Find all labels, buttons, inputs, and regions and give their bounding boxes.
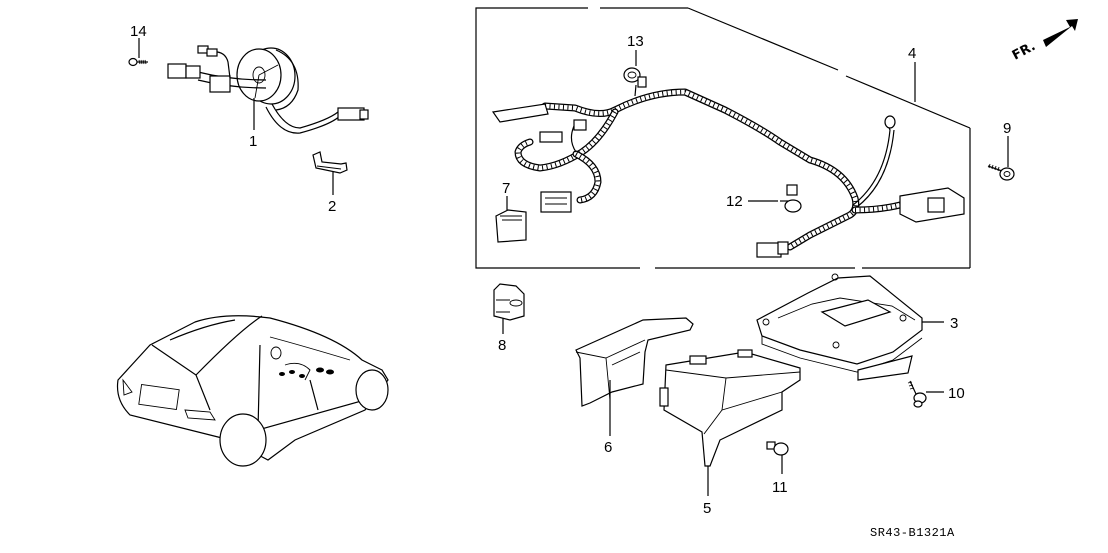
callout-11: 11 — [772, 479, 788, 496]
harness-clip-12-part[interactable] — [780, 184, 802, 213]
cable-reel-part[interactable] — [167, 45, 369, 134]
unit-cover-5-part[interactable] — [659, 349, 801, 467]
callout-13: 13 — [627, 33, 644, 50]
callout-2: 2 — [328, 198, 336, 215]
callout-10: 10 — [948, 385, 965, 402]
callout-9: 9 — [1003, 120, 1011, 137]
front-direction-indicator: FR. — [1010, 19, 1078, 64]
holder-8-part[interactable] — [493, 283, 525, 321]
connector-7-part[interactable] — [495, 209, 527, 243]
vehicle-location-illustration — [116, 315, 389, 467]
bolt-9-part[interactable] — [987, 163, 1015, 181]
callout-5: 5 — [703, 500, 711, 517]
harness-frame — [475, 7, 971, 269]
harness-clip-13-part[interactable] — [623, 67, 647, 97]
unit-bracket-6-part[interactable] — [575, 317, 694, 407]
srs-unit-3-part[interactable] — [756, 273, 923, 381]
callout-7: 7 — [502, 180, 510, 197]
callout-8: 8 — [498, 337, 506, 354]
front-label: FR. — [1010, 39, 1038, 64]
clip-11-part[interactable] — [766, 441, 789, 456]
callout-3: 3 — [950, 315, 958, 332]
clip-2-part[interactable] — [312, 151, 348, 174]
front-arrow-icon — [1043, 19, 1078, 47]
diagram-code: SR43-B1321A — [870, 526, 955, 540]
callout-14: 14 — [130, 23, 147, 40]
screw-14-part[interactable] — [128, 57, 148, 67]
bolt-10-part[interactable] — [907, 380, 927, 408]
callout-12: 12 — [726, 193, 743, 210]
srs-main-harness-part[interactable] — [491, 88, 965, 258]
callout-4: 4 — [908, 45, 916, 62]
callout-6: 6 — [604, 439, 612, 456]
callout-1: 1 — [249, 133, 257, 150]
